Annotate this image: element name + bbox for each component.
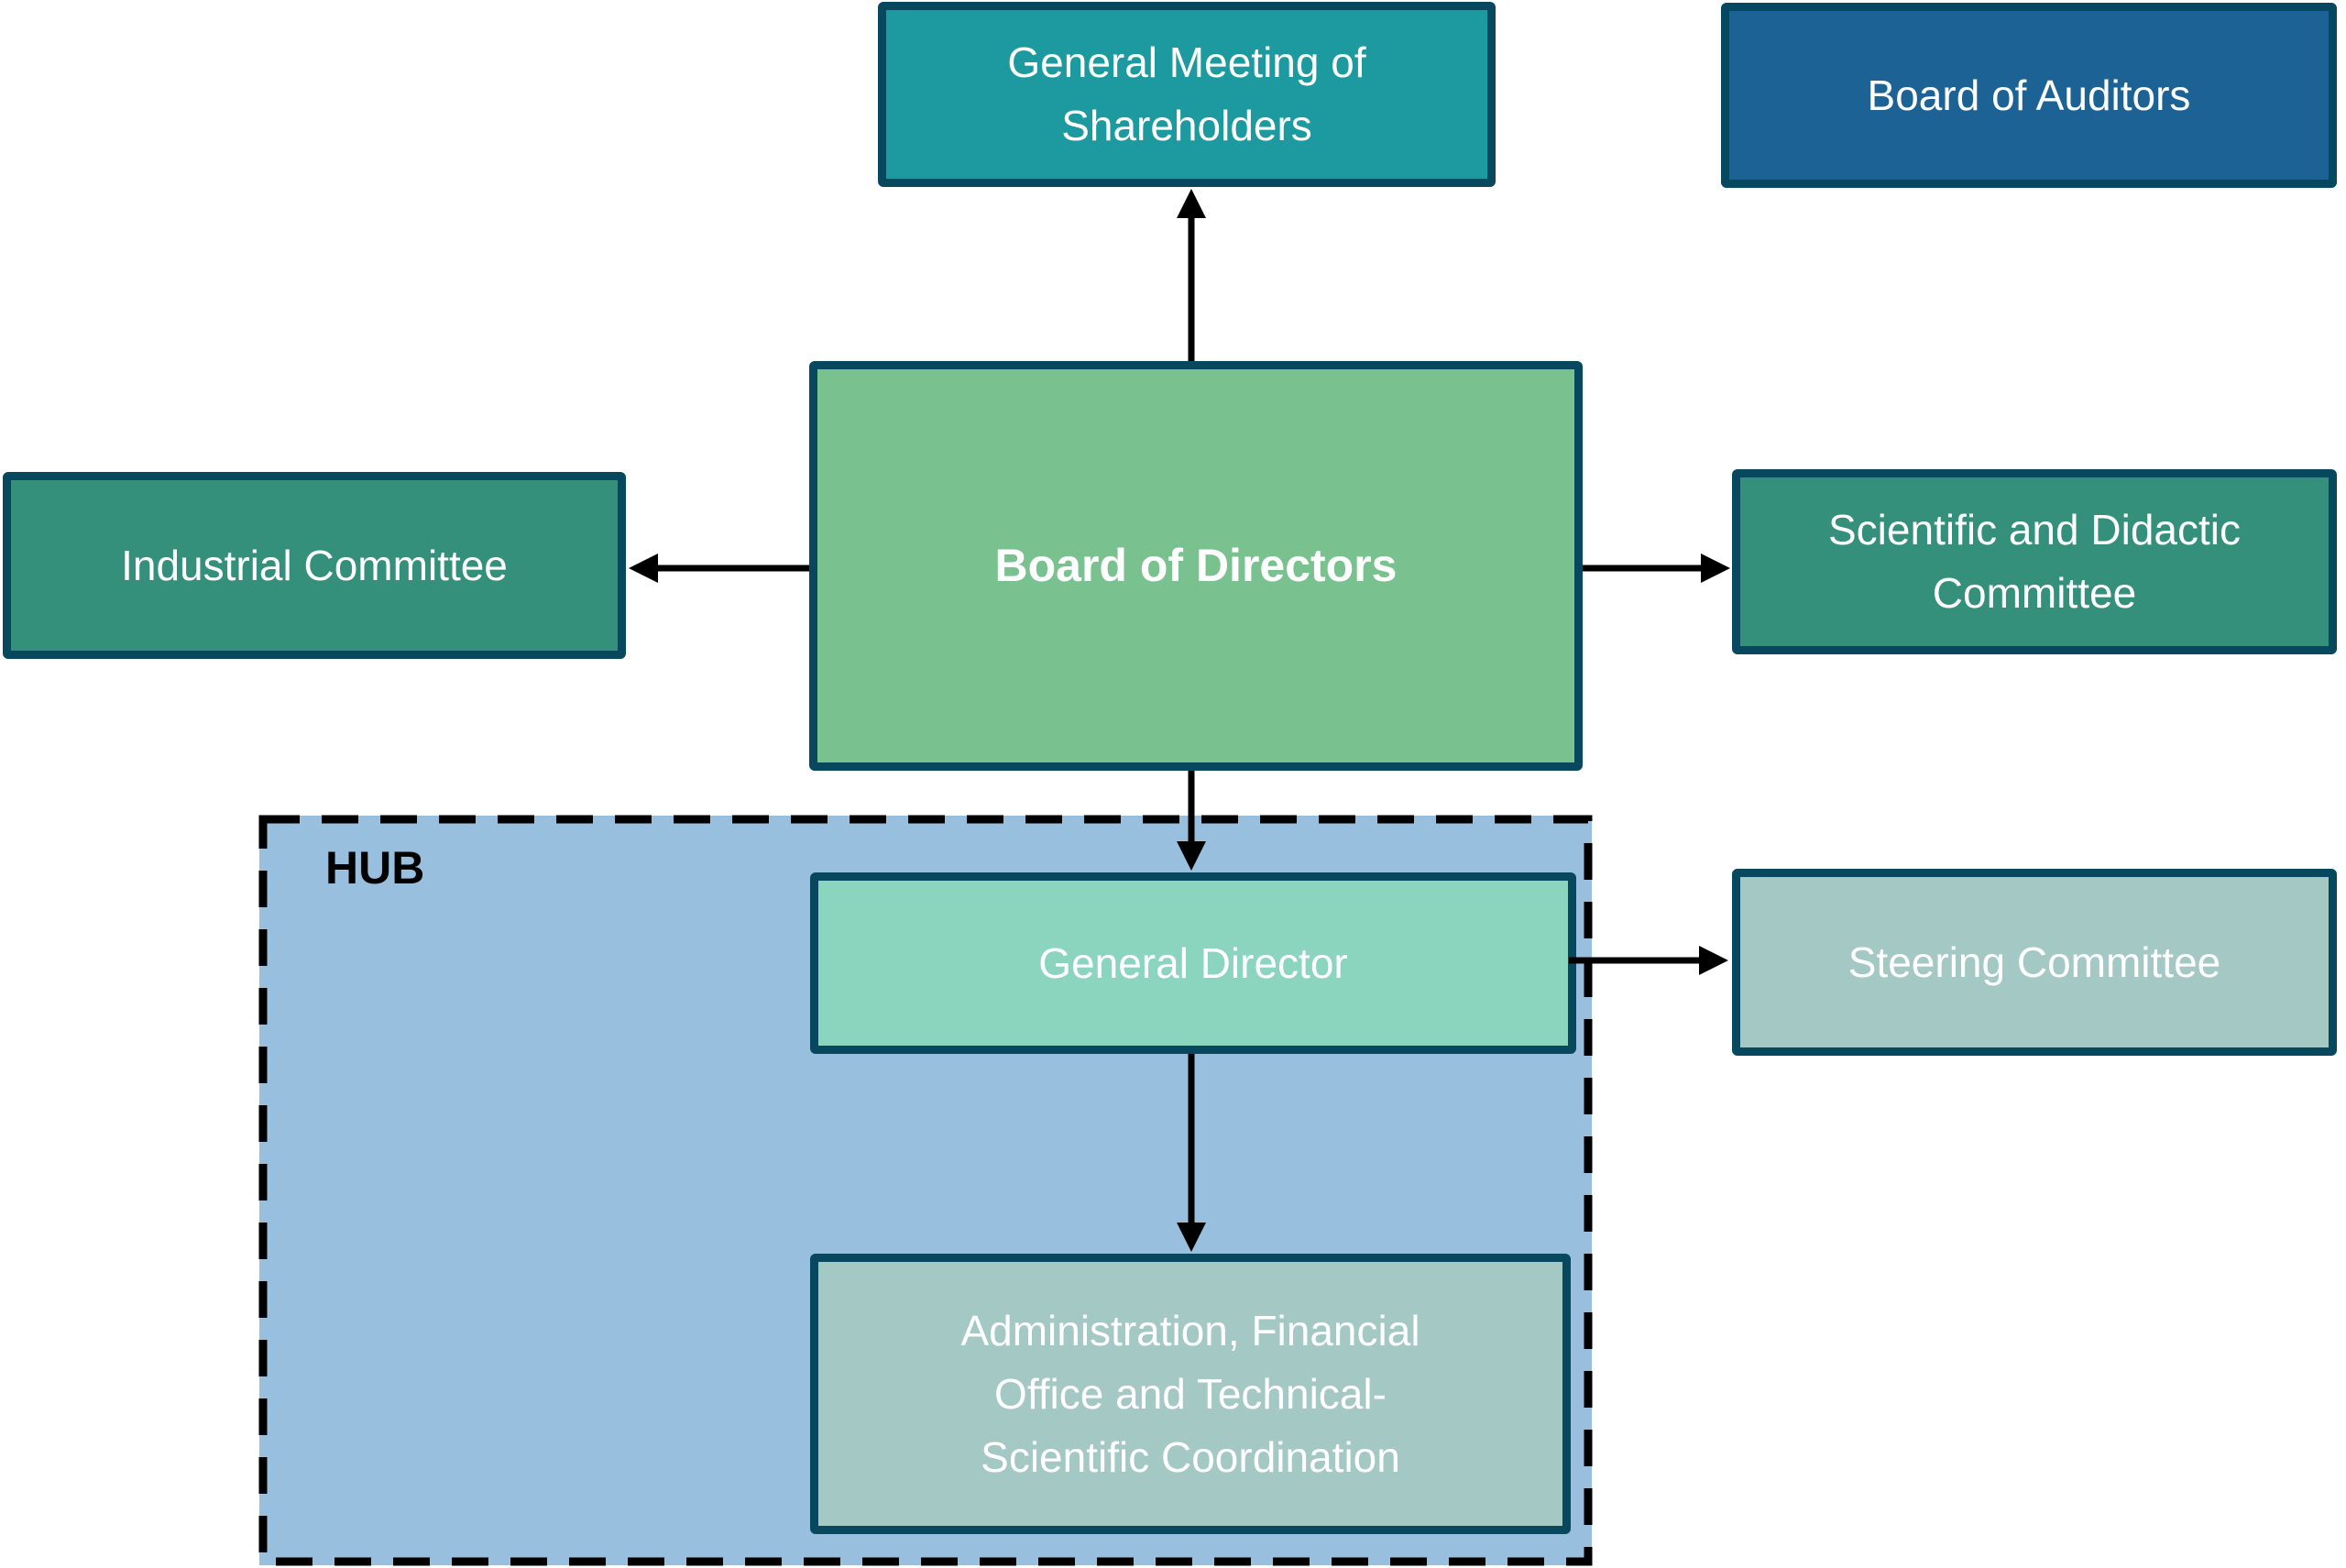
arrowhead-left-icon [629,554,658,583]
node-scientific-and-didactic-committee: Scientific and Didactic Committee [1732,469,2337,654]
node-general-director: General Director [810,872,1576,1054]
node-label-line: General Director [1038,938,1348,987]
node-board-of-directors: Board of Directors [809,361,1583,771]
node-label-line: Office and Technical- [994,1369,1387,1418]
arrowhead-right-icon [1699,946,1728,975]
node-label-line: General Meeting of [1007,38,1366,86]
node-steering-committee: Steering Committee [1732,869,2337,1056]
node-label-line: Shareholders [1061,102,1312,149]
node-label-line: Administration, Financial [960,1306,1420,1354]
node-label-line: Committee [1932,569,2137,617]
node-label-line: Industrial Committee [121,541,508,589]
node-administration-financial-office: Administration, Financial Office and Tec… [810,1254,1571,1534]
node-label-line: Scientific Coordination [981,1432,1400,1481]
hub-label: HUB [325,842,425,894]
node-label-line: Board of Auditors [1867,71,2191,119]
node-industrial-committee: Industrial Committee [3,472,626,659]
node-board-of-auditors: Board of Auditors [1721,3,2337,188]
arrowhead-up-icon [1177,189,1206,218]
node-general-meeting-of-shareholders: General Meeting of Shareholders [878,2,1496,187]
node-label-line: Board of Directors [994,540,1398,591]
node-label-line: Steering Committee [1847,938,2221,986]
arrowhead-right-icon [1701,554,1730,583]
node-label-line: Scientific and Didactic [1828,506,2241,554]
